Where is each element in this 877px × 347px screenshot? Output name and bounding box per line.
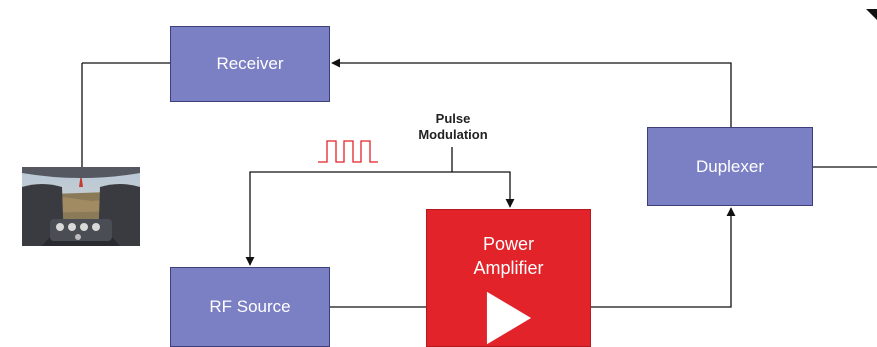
duplexer-label: Duplexer <box>695 156 765 176</box>
rf-source-block: RF Source <box>170 267 330 347</box>
power-amplifier-label-line-2: Amplifier <box>473 258 544 278</box>
square-wave-icon <box>318 140 378 163</box>
duplexer-block: Duplexer <box>647 127 813 206</box>
pulse-to-rf-source-wire <box>245 171 452 266</box>
rf-source-label: RF Source <box>209 297 291 316</box>
power-amplifier-label-line-1: Power <box>482 234 535 254</box>
pulse-label-line-1: Pulse <box>435 111 471 126</box>
pulse-to-amplifier-wire <box>452 171 515 208</box>
amplifier-to-duplexer-wire <box>591 207 736 308</box>
aircraft-cockpit-photo <box>22 167 140 246</box>
receiver-label: Receiver <box>216 54 284 73</box>
duplexer-to-receiver-wire <box>331 58 732 127</box>
triangle-play-icon <box>486 291 531 345</box>
pulse-label-line-2: Modulation <box>418 127 488 142</box>
power-amplifier-block: Power Amplifier <box>426 209 591 347</box>
receiver-block: Receiver <box>170 26 330 102</box>
corner-mark-icon <box>866 9 877 20</box>
pulse-modulation-label: Pulse Modulation <box>398 111 508 143</box>
